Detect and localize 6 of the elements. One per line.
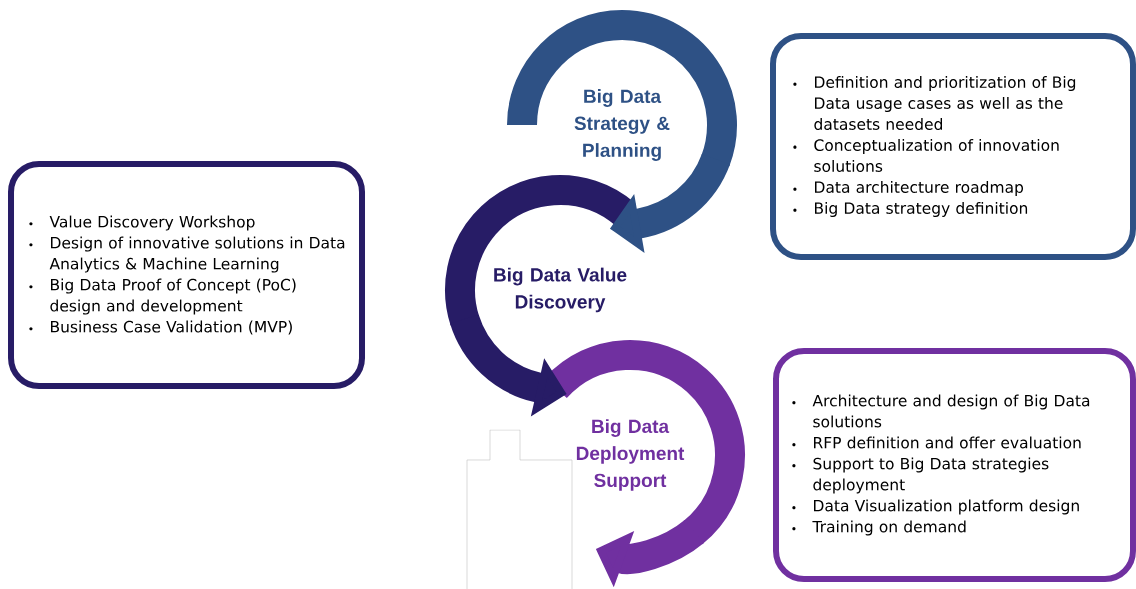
circular-band: Big Data Value Discovery: [445, 175, 635, 325]
circular-band: Big Data Strategy & Planning: [507, 10, 737, 166]
text-box: Value Discovery Workshop Design of innovative solutions in Data Analytics & Machine Learning Big Data Proof of Concept (PoC) design and development Business Case Validation (MVP): [8, 161, 365, 389]
circular-band: Big Data Deployment Support: [545, 340, 745, 545]
text-box: Definition and prioritization of Big Data usage cases as well as the datasets needed Conceptualization of innovation solutions Data architecture roadmap Big Data strategy definition: [770, 33, 1136, 260]
text-box: Architecture and design of Big Data solutions RFP definition and offer evaluation Support to Big Data strategies deployment Data Visualization platform design Training on demand: [773, 348, 1136, 582]
